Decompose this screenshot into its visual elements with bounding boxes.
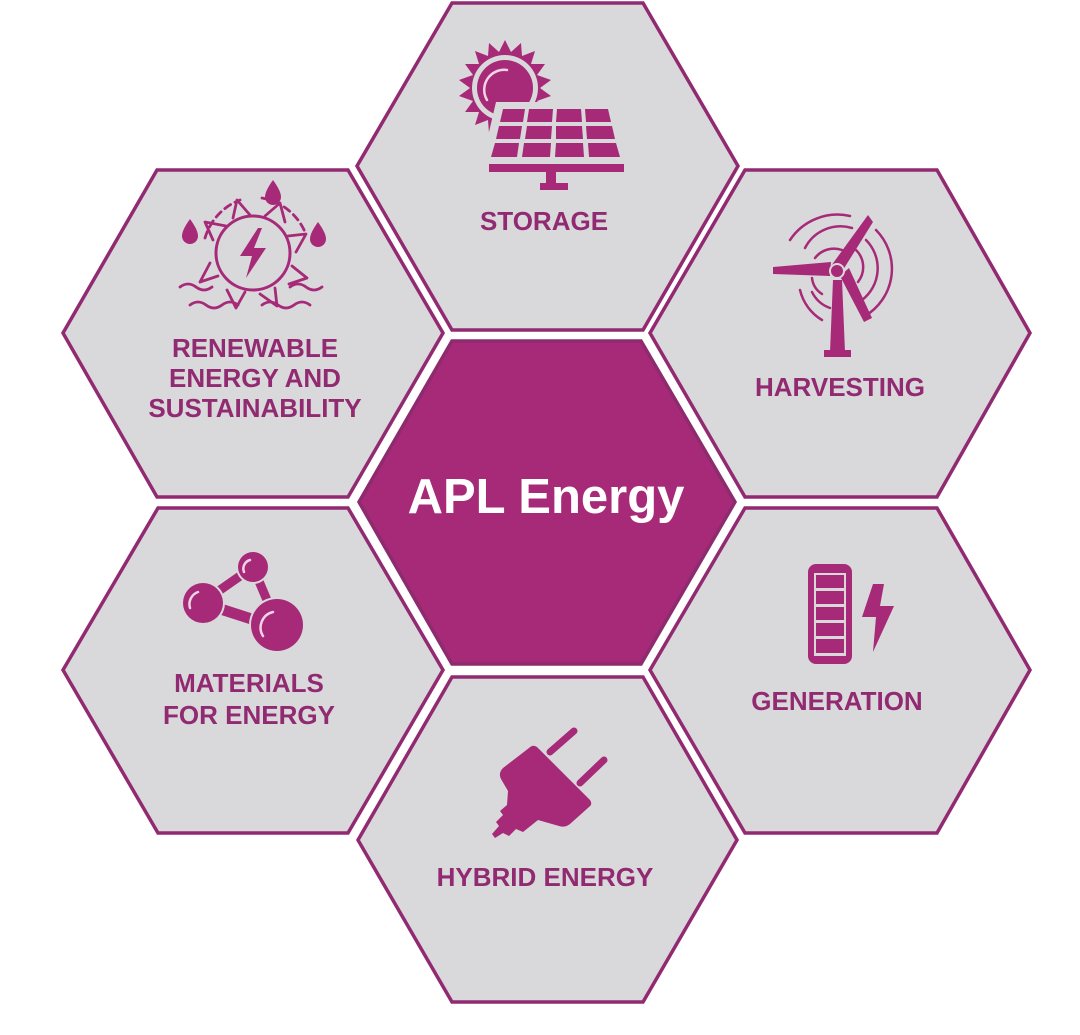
molecule-icon	[181, 550, 305, 653]
label-materials-line-2: FOR ENERGY	[163, 700, 335, 730]
plug-icon	[492, 727, 608, 838]
hex-generation-shape	[647, 506, 1033, 835]
hex-hybrid-shape	[355, 675, 740, 1004]
label-materials-line-1: MATERIALS	[174, 668, 324, 698]
hex-renewable: RENEWABLE ENERGY AND SUSTAINABILITY	[60, 168, 446, 499]
hex-generation: GENERATION	[647, 506, 1033, 835]
water-wheel-energy-icon	[178, 180, 326, 310]
label-storage: STORAGE	[480, 206, 608, 236]
hex-materials-shape	[60, 506, 446, 835]
diagram-title: APL Energy	[408, 470, 685, 524]
hex-materials: MATERIALS FOR ENERGY	[60, 506, 446, 835]
battery-bolt-icon	[808, 564, 894, 664]
label-renewable-line-3: SUSTAINABILITY	[148, 393, 361, 423]
wind-turbine-icon	[773, 213, 894, 357]
hex-hybrid: HYBRID ENERGY	[355, 675, 740, 1004]
hex-center: APL Energy	[355, 336, 739, 669]
label-harvesting: HARVESTING	[755, 372, 925, 402]
label-hybrid-energy: HYBRID ENERGY	[437, 862, 654, 892]
hex-renewable-shape	[60, 168, 446, 499]
label-renewable-line-1: RENEWABLE	[172, 333, 338, 363]
solar-panel-icon	[459, 40, 628, 190]
hex-center-shape	[356, 339, 738, 666]
label-generation: GENERATION	[751, 686, 922, 716]
label-renewable-line-2: ENERGY AND	[169, 363, 341, 393]
hex-harvesting: HARVESTING	[647, 168, 1033, 499]
hex-storage: STORAGE	[354, 1, 741, 332]
